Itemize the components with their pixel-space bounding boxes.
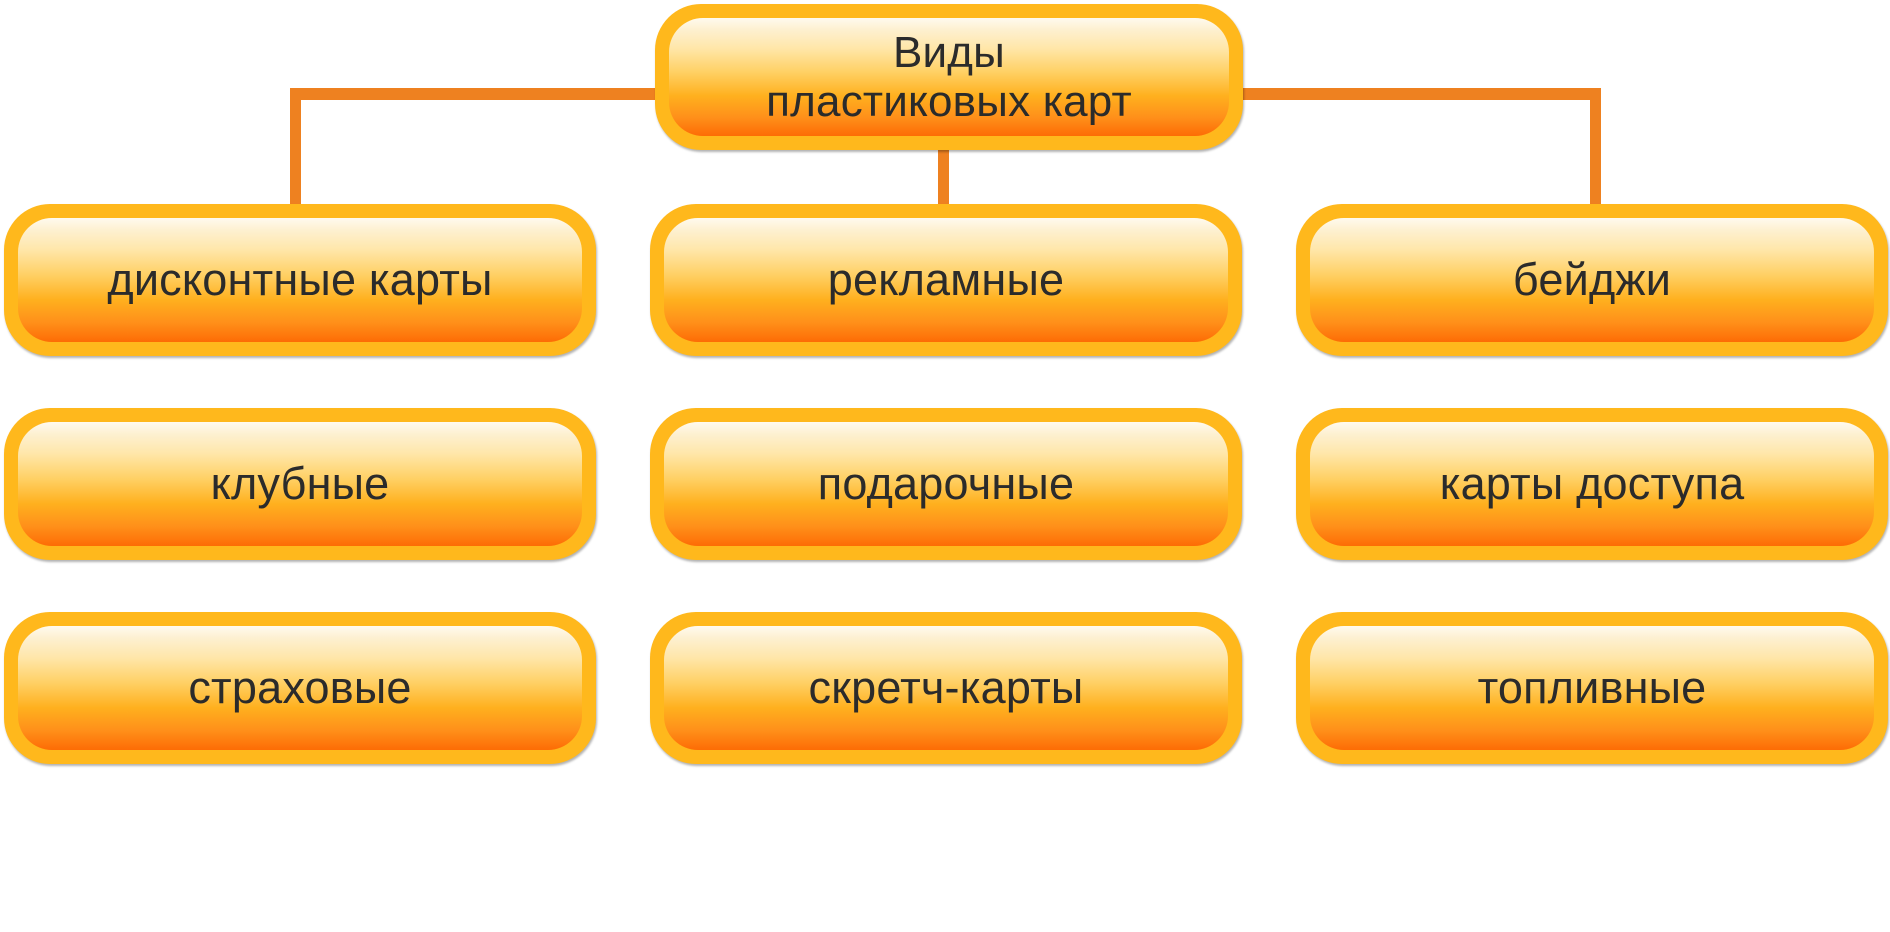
node-access-cards[interactable]: карты доступа [1296,408,1888,560]
node-root-label: Виды пластиковых карт [766,27,1132,126]
node-discount-cards-label: дисконтные карты [107,253,493,305]
node-scratch-cards-label: скретч-карты [808,661,1084,713]
node-badges-body: бейджи [1310,218,1874,342]
node-access-cards-body: карты доступа [1310,422,1874,546]
node-scratch-cards[interactable]: скретч-карты [650,612,1242,764]
node-advertising-cards-label: рекламные [827,253,1065,305]
node-badges-label: бейджи [1512,253,1672,305]
node-discount-cards-body: дисконтные карты [18,218,582,342]
node-insurance-cards-body: страховые [18,626,582,750]
node-advertising-cards-body: рекламные [664,218,1228,342]
node-root-body: Виды пластиковых карт [669,18,1229,136]
node-fuel-cards[interactable]: топливные [1296,612,1888,764]
node-fuel-cards-label: топливные [1477,661,1707,713]
node-scratch-cards-body: скретч-карты [664,626,1228,750]
node-gift-cards-body: подарочные [664,422,1228,546]
node-gift-cards[interactable]: подарочные [650,408,1242,560]
node-access-cards-label: карты доступа [1439,457,1745,509]
connector-bus-to-right-column [1590,88,1601,246]
connector-bus-to-left-column [290,88,301,246]
node-discount-cards[interactable]: дисконтные карты [4,204,596,356]
node-root[interactable]: Виды пластиковых карт [655,4,1243,150]
node-club-cards-label: клубные [210,457,390,509]
node-club-cards-body: клубные [18,422,582,546]
connector-root-stem [938,88,949,246]
node-insurance-cards-label: страховые [188,661,412,713]
node-fuel-cards-body: топливные [1310,626,1874,750]
node-insurance-cards[interactable]: страховые [4,612,596,764]
node-advertising-cards[interactable]: рекламные [650,204,1242,356]
node-badges[interactable]: бейджи [1296,204,1888,356]
node-club-cards[interactable]: клубные [4,408,596,560]
node-gift-cards-label: подарочные [817,457,1075,509]
